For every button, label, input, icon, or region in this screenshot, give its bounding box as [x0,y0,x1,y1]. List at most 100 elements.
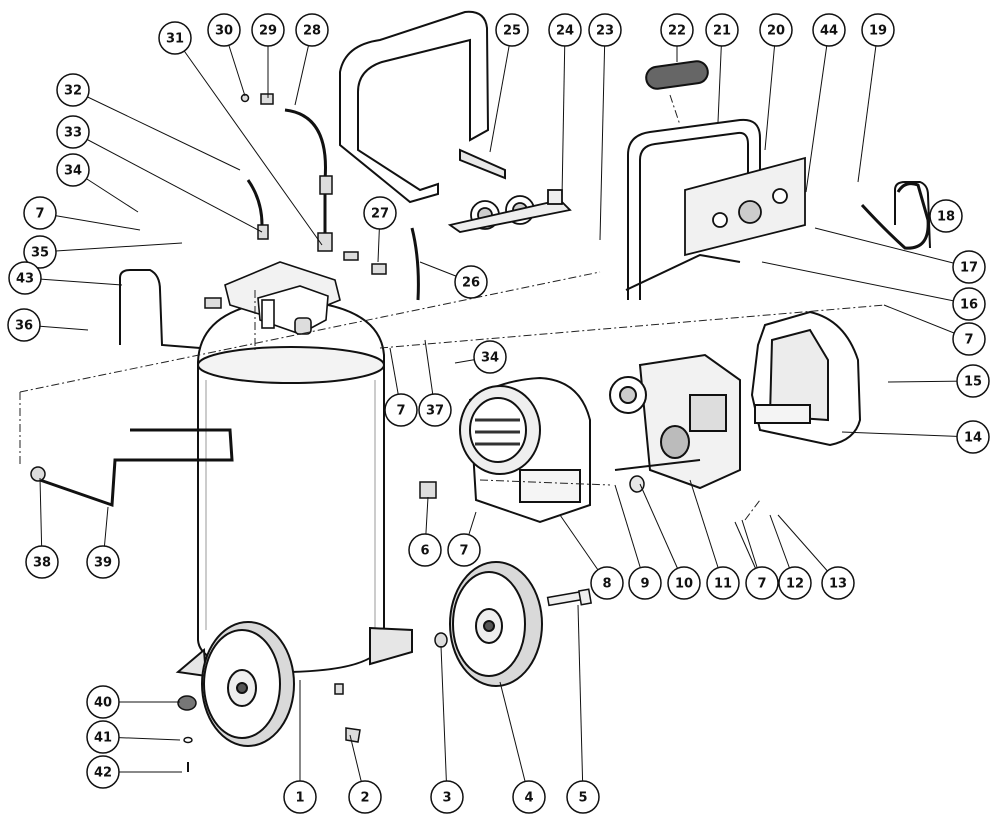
callout-number: 30 [215,24,233,39]
callout-24: 24 [548,13,582,47]
callout-14: 14 [956,420,990,454]
callout-4: 4 [512,780,546,814]
callout-18: 18 [929,199,963,233]
callout-16: 16 [952,287,986,321]
callout-32: 32 [56,73,90,107]
callout-number: 11 [714,577,732,592]
handle-frame [625,118,761,300]
callout-number: 16 [960,298,978,313]
callout-circle [778,566,812,600]
callout-circle [861,13,895,47]
callout-number: 28 [303,24,321,39]
pump-motor [609,353,741,490]
callout-30: 30 [207,13,241,47]
motor-cover [459,376,591,524]
callout-number: 15 [964,375,982,390]
drain-valve [334,683,361,743]
top-bracket [224,261,341,335]
callout-6: 6 [408,533,442,567]
callout-1: 1 [283,780,317,814]
callout-circle [418,393,452,427]
callout-7: 7 [745,566,779,600]
callout-33: 33 [56,115,90,149]
callout-22: 22 [660,13,694,47]
callout-circle [588,13,622,47]
callout-number: 22 [668,24,686,39]
callout-35: 35 [23,235,57,269]
callout-21: 21 [705,13,739,47]
callout-12: 12 [778,566,812,600]
callout-7: 7 [447,533,481,567]
callout-number: 17 [960,261,978,276]
callout-11: 11 [706,566,740,600]
leader-line [689,479,724,584]
callout-10: 10 [667,566,701,600]
callout-number: 29 [259,24,277,39]
callout-circle [660,13,694,47]
callout-38: 38 [25,545,59,579]
callout-number: 33 [64,126,82,141]
callout-number: 21 [713,24,731,39]
callout-27: 27 [363,196,397,230]
callout-number: 27 [371,207,389,222]
callout-circle [348,780,382,814]
leader-line [577,604,584,798]
callout-circle [7,308,41,342]
callout-34: 34 [473,340,507,374]
callout-circle [667,566,701,600]
callout-circle [86,545,120,579]
leader-line [614,484,646,584]
switch [419,481,437,499]
callout-circle [812,13,846,47]
assembly-lines [19,94,886,521]
callout-43: 43 [8,261,42,295]
handle-plate [684,156,806,257]
callout-15: 15 [956,364,990,398]
callout-number: 7 [757,577,766,592]
leader-line [599,29,606,241]
callout-23: 23 [588,13,622,47]
callout-42: 42 [86,755,120,789]
callout-circle [821,566,855,600]
callout-circle [23,196,57,230]
callout-circle [295,13,329,47]
callout-number: 31 [166,32,184,47]
rubber-foot [177,695,197,772]
callout-number: 36 [15,319,33,334]
leader-line [440,645,448,798]
callout-37: 37 [418,393,452,427]
callout-number: 3 [442,791,451,806]
callout-36: 36 [7,308,41,342]
callout-circle [408,533,442,567]
callout-7: 7 [952,322,986,356]
callout-circle [759,13,793,47]
callout-circle [745,566,779,600]
callout-number: 39 [94,556,112,571]
callout-number: 23 [596,24,614,39]
callout-31: 31 [158,21,192,55]
callout-circle [628,566,662,600]
callout-number: 9 [640,577,649,592]
fan-guard [629,475,645,493]
callout-44: 44 [812,13,846,47]
callout-circle [86,685,120,719]
callout-17: 17 [952,250,986,284]
callout-number: 13 [829,577,847,592]
callout-8: 8 [590,566,624,600]
callout-circle [706,566,740,600]
callout-number: 7 [964,333,973,348]
callout-circle [952,287,986,321]
callout-2: 2 [348,780,382,814]
leader-line [761,261,970,305]
callout-circle [56,115,90,149]
callout-circle [952,322,986,356]
callout-number: 43 [16,272,34,287]
callout-circle [25,545,59,579]
callout-number: 7 [35,207,44,222]
callout-circle [956,420,990,454]
leader-line [857,29,879,183]
leader-line [39,212,141,231]
callout-26: 26 [454,265,488,299]
